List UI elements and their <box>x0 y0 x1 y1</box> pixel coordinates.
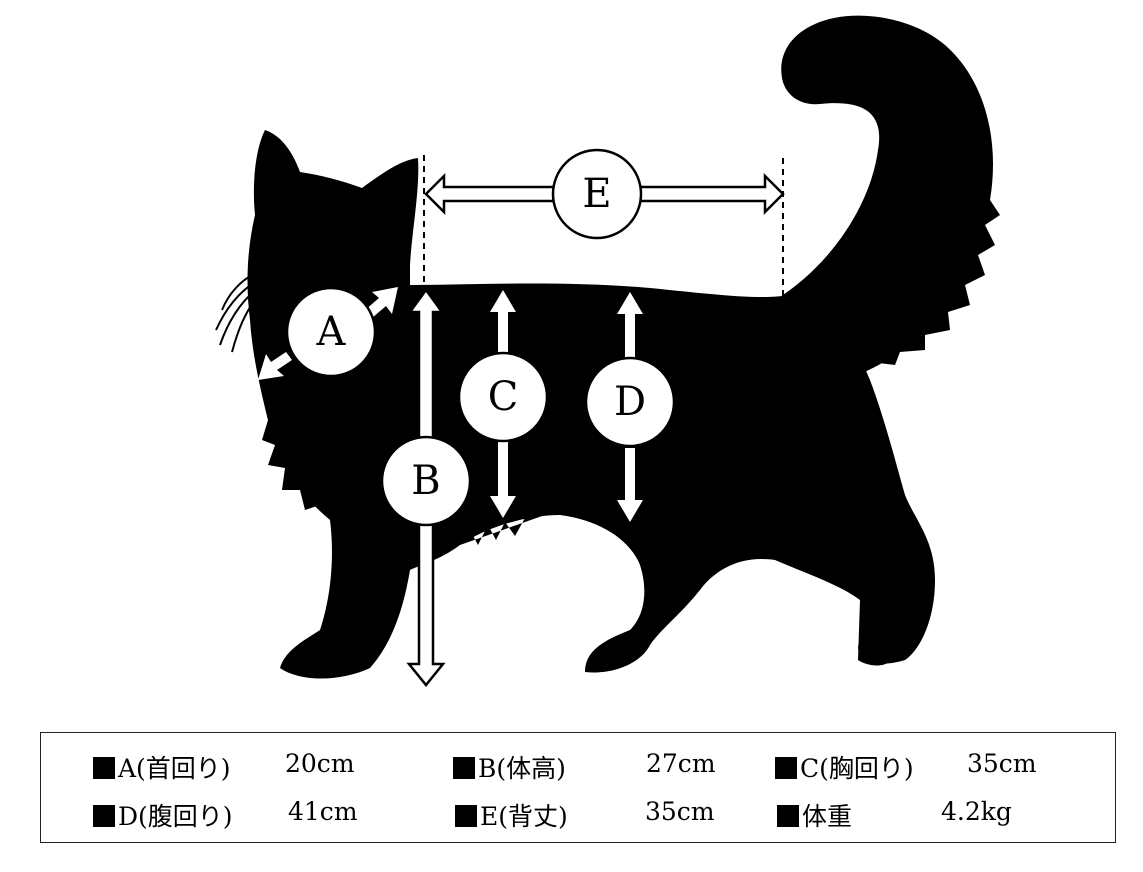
legend-value: 27cm <box>646 749 716 778</box>
square-bullet-icon <box>453 757 475 779</box>
marker-a: A <box>285 286 377 378</box>
legend-value: 41cm <box>288 797 358 826</box>
d-arrow <box>617 292 643 522</box>
marker-d: D <box>584 356 676 448</box>
legend-item-weight: 体重 4.2kg <box>777 797 1012 833</box>
marker-b-label: B <box>411 458 440 504</box>
legend-value: 35cm <box>967 749 1037 778</box>
legend-label: D(腹回り) <box>118 802 233 831</box>
legend-item-e: E(背丈) 35cm <box>455 797 715 833</box>
legend-label: 体重 <box>802 802 853 831</box>
marker-e-label: E <box>582 171 611 217</box>
cat-whiskers <box>215 271 259 353</box>
square-bullet-icon <box>775 757 797 779</box>
cat-hind-leg <box>858 600 896 666</box>
marker-c-label: C <box>488 374 519 420</box>
legend-item-d: D(腹回り) 41cm <box>93 797 358 833</box>
cat-chest-fur <box>262 420 330 520</box>
legend-item-c: C(胸回り) 35cm <box>775 749 1037 785</box>
measurement-legend: A(首回り) 20cm B(体高) 27cm C(胸回り) 35cm D(腹回り… <box>40 732 1116 843</box>
legend-label: C(胸回り) <box>800 754 914 783</box>
c-arrow <box>490 290 516 518</box>
legend-label: A(首回り) <box>118 754 231 783</box>
square-bullet-icon <box>777 805 799 827</box>
legend-value: 20cm <box>285 749 355 778</box>
square-bullet-icon <box>455 805 477 827</box>
marker-a-label: A <box>316 309 347 355</box>
a-arrow <box>258 287 398 380</box>
square-bullet-icon <box>93 757 115 779</box>
marker-d-label: D <box>614 379 646 425</box>
cat-tail-fur <box>830 200 1000 385</box>
square-bullet-icon <box>93 805 115 827</box>
legend-item-a: A(首回り) 20cm <box>93 749 355 785</box>
legend-value: 4.2kg <box>941 797 1012 826</box>
marker-e: E <box>551 148 643 240</box>
cat-belly-fur <box>460 515 545 545</box>
legend-label: E(背丈) <box>480 802 568 831</box>
legend-item-b: B(体高) 27cm <box>453 749 716 785</box>
marker-c: C <box>457 351 549 443</box>
legend-value: 35cm <box>645 797 715 826</box>
marker-b: B <box>380 435 472 527</box>
legend-label: B(体高) <box>478 754 566 783</box>
cat-measurement-diagram: E B C D A <box>215 15 1000 687</box>
e-guide-lines <box>423 155 784 298</box>
